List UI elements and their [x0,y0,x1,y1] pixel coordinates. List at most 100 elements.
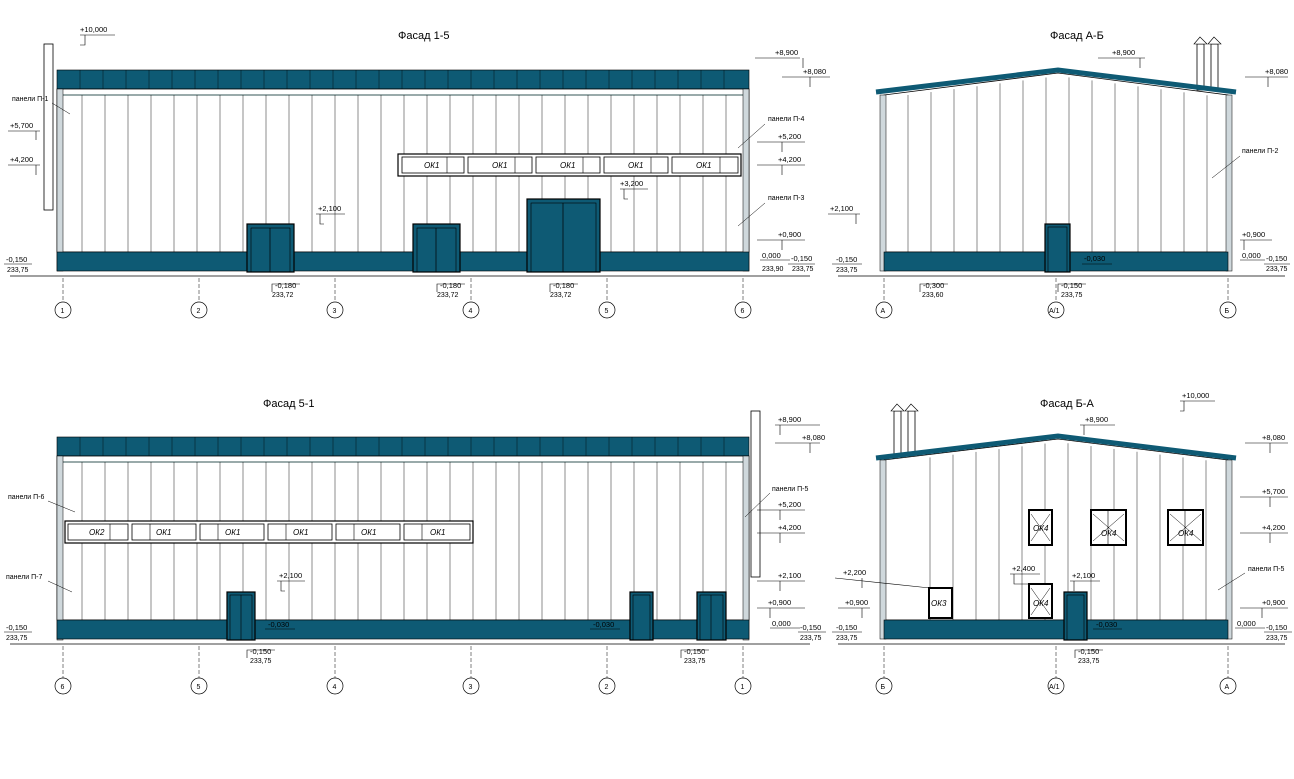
svg-text:+2,100: +2,100 [279,571,302,580]
svg-text:5: 5 [605,308,609,315]
svg-text:+2,400: +2,400 [1012,564,1035,573]
svg-text:+8,900: +8,900 [1085,415,1108,424]
svg-text:+0,900: +0,900 [845,598,868,607]
level-mark: +8,900 [1098,48,1145,68]
axis-marker-3: 3 [326,278,344,319]
window-ok1: ОК1 [467,156,533,174]
parapet-joints [79,70,725,89]
door [226,591,256,641]
corner-post-right [742,88,750,272]
svg-text:ОК1: ОК1 [225,528,240,537]
svg-text:ОК1: ОК1 [696,161,711,170]
svg-text:+2,100: +2,100 [318,204,341,213]
panel-label: панели П-6 [8,494,76,513]
axis-marker-a: А [1219,646,1237,695]
level-mark: -0,030 [590,620,620,630]
level-mark: +4,200 [757,155,805,175]
svg-text:+3,200: +3,200 [620,179,643,188]
facade-5-1: Фасад 5-1 ОК2 ОК1 ОК1 ОК1 ОК1 ОК1 +8,900… [4,398,826,695]
svg-text:-0,150: -0,150 [800,623,821,632]
svg-text:1: 1 [741,684,745,691]
door [696,591,727,641]
svg-text:-0,150: -0,150 [6,623,27,632]
facade-1-5: Фасад 1-5 ОК1 ОК1 ОК1 ОК1 ОК1 [4,25,830,319]
roof-edge [875,67,1237,95]
svg-text:-0,150: -0,150 [836,623,857,632]
svg-text:ОК3: ОК3 [931,599,947,608]
axis-marker-5: 5 [190,646,208,695]
svg-text:+2,100: +2,100 [830,204,853,213]
svg-text:+5,700: +5,700 [10,121,33,130]
svg-text:0,000: 0,000 [772,619,791,628]
axis-marker-6: 6 [734,278,752,319]
svg-text:-0,180: -0,180 [440,281,461,290]
wall-panel-joints [907,77,1208,252]
svg-text:-0,150: -0,150 [836,255,857,264]
svg-text:+10,000: +10,000 [80,25,107,34]
level-mark: +0,900 [1240,230,1272,250]
svg-text:Б: Б [1225,308,1230,315]
svg-text:+2,200: +2,200 [843,568,866,577]
level-mark: +8,080 [1245,67,1288,87]
axis-marker-3: 3 [462,646,480,695]
svg-text:А/1: А/1 [1049,308,1060,315]
svg-text:5: 5 [197,684,201,691]
svg-text:+0,900: +0,900 [778,230,801,239]
level-mark: -0,150 233,75 [4,623,32,642]
window-ok1: ОК1 [535,156,601,174]
level-mark: +4,200 [757,523,805,543]
svg-text:ОК1: ОК1 [361,528,376,537]
axis-marker-b: Б [1219,278,1237,319]
svg-text:ОК4: ОК4 [1033,599,1049,608]
facade-1-5-title: Фасад 1-5 [398,30,449,42]
gate-2 [412,223,461,273]
svg-text:панели П-3: панели П-3 [768,195,805,202]
svg-text:-0,150: -0,150 [6,255,27,264]
parapet-band [56,436,750,457]
level-mark: -0,030 [1093,620,1122,630]
level-mark: -0,150 233,75 [4,255,32,274]
svg-text:панели П-2: панели П-2 [1242,148,1279,155]
window-ok4: ОК4 [1167,509,1204,546]
level-mark: +3,200 [620,179,648,200]
axis-marker-4: 4 [462,278,480,319]
level-mark: +2,100 [757,571,805,591]
axis-marker-1: 1 [734,646,752,695]
svg-text:0,000: 0,000 [1237,619,1256,628]
level-mark: +2,400 [1010,564,1040,585]
axis-marker-a: А [875,278,893,319]
corner-post-left [879,94,887,272]
svg-text:-0,030: -0,030 [1096,620,1117,629]
svg-text:-0,180: -0,180 [553,281,574,290]
svg-text:+8,900: +8,900 [775,48,798,57]
corner-post-left [56,455,64,641]
level-mark: +4,200 [8,155,40,175]
parapet-joints [79,437,725,456]
window-ok4: ОК4 [1028,509,1053,546]
svg-text:1: 1 [61,308,65,315]
svg-text:233,75: 233,75 [6,635,28,642]
level-mark: +8,900 [775,415,820,435]
plinth-band [56,251,750,272]
roof-edge [875,433,1237,461]
facade-5-1-title: Фасад 5-1 [263,398,314,410]
level-mark: +0,900 [757,230,805,250]
svg-text:-0,150: -0,150 [1061,281,1082,290]
facade-a-b-title: Фасад А-Б [1050,30,1104,42]
svg-text:+2,100: +2,100 [1072,571,1095,580]
svg-text:+10,000: +10,000 [1182,391,1209,400]
svg-text:233,75: 233,75 [7,267,29,274]
svg-text:ОК1: ОК1 [628,161,643,170]
svg-text:-0,180: -0,180 [275,281,296,290]
svg-text:ОК4: ОК4 [1101,529,1117,538]
svg-text:панели П-6: панели П-6 [8,494,45,501]
svg-text:4: 4 [333,684,337,691]
svg-text:-0,030: -0,030 [593,620,614,629]
